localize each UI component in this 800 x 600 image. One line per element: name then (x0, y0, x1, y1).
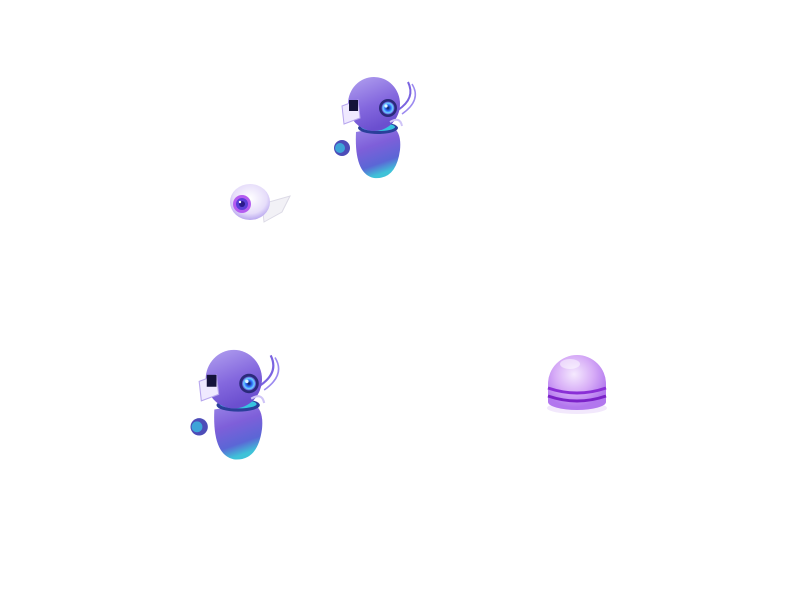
eye-drone-icon[interactable] (224, 178, 294, 228)
orb-icon[interactable] (540, 344, 614, 418)
robot-icon[interactable] (184, 342, 288, 464)
robot-icon[interactable] (328, 70, 424, 182)
